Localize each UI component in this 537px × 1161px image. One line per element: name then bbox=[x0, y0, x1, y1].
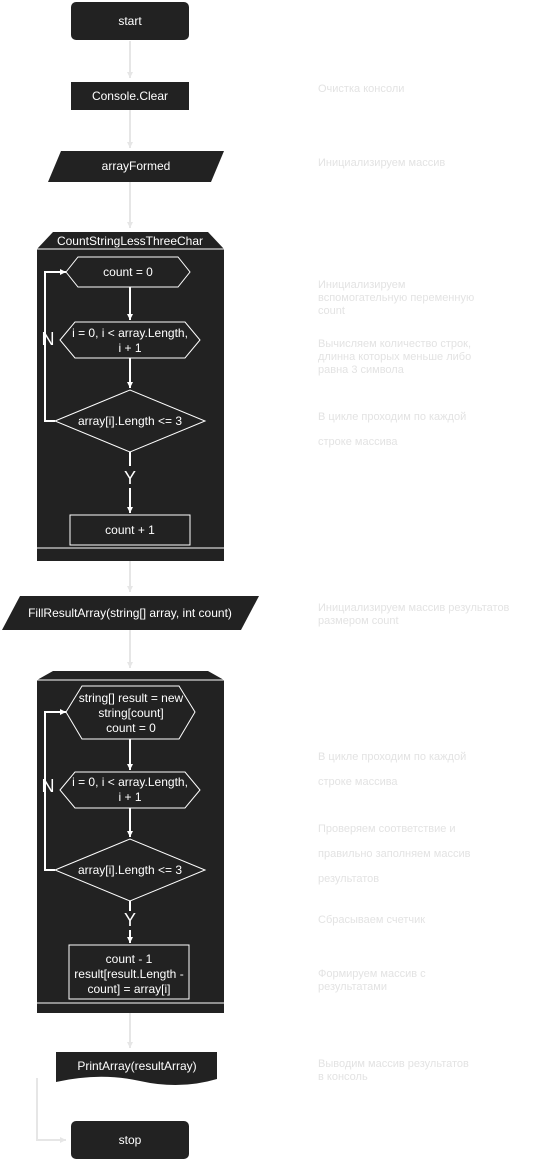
console-clear-label: Console.Clear bbox=[92, 89, 168, 103]
loop2-label-line1: i = 0, i < array.Length, bbox=[72, 775, 188, 789]
count-init-label: count = 0 bbox=[103, 265, 153, 279]
note-init-count: Инициализируем вспомогательную переменну… bbox=[318, 279, 475, 317]
array-formed-node: arrayFormed bbox=[48, 151, 224, 182]
print-array-node: PrintArray(resultArray) bbox=[56, 1052, 217, 1086]
count-string-function-block: CountStringLessThreeChar count = 0 i = 0… bbox=[37, 232, 224, 561]
count-string-function-title: CountStringLessThreeChar bbox=[57, 234, 203, 248]
start-node: start bbox=[71, 2, 189, 40]
note-print-result: Выводим массив результатов в консоль bbox=[318, 1058, 469, 1083]
connector-print-stop bbox=[36, 1078, 66, 1143]
outer-connectors bbox=[36, 41, 133, 1143]
print-array-label: PrintArray(resultArray) bbox=[77, 1059, 196, 1073]
assign-line2: result[result.Length - bbox=[74, 967, 183, 981]
fill-result-label: FillResultArray(string[] array, int coun… bbox=[28, 606, 232, 620]
array-formed-label: arrayFormed bbox=[102, 159, 171, 173]
result-init-line1: string[] result = new bbox=[79, 691, 184, 705]
note-init-result: Инициализируем массив результатов размер… bbox=[318, 602, 510, 627]
stop-node: stop bbox=[71, 1121, 189, 1159]
note-init-array: Инициализируем массив bbox=[318, 157, 446, 169]
note-compute-count: Вычисляем количество строк, длинна котор… bbox=[318, 338, 472, 376]
note-reset-counter: Сбрасываем счетчик bbox=[318, 914, 426, 926]
note-check-fill: Проверяем соответствие и правильно запол… bbox=[318, 823, 471, 885]
loop2-no-label: N bbox=[42, 776, 55, 796]
fill-result-function-block: string[] result = new string[count] coun… bbox=[37, 671, 224, 1013]
assign-line1: count - 1 bbox=[106, 952, 153, 966]
assign-line3: count] = array[i] bbox=[87, 982, 170, 996]
loop1-label-line1: i = 0, i < array.Length, bbox=[72, 326, 188, 340]
count-inc-label: count + 1 bbox=[105, 523, 155, 537]
console-clear-node: Console.Clear bbox=[71, 82, 189, 110]
cond2-label: array[i].Length <= 3 bbox=[78, 863, 182, 877]
loop1-no-label: N bbox=[42, 329, 55, 349]
note-loop-each-1: В цикле проходим по каждой строке массив… bbox=[318, 411, 467, 448]
fill-result-node: FillResultArray(string[] array, int coun… bbox=[2, 596, 259, 630]
loop1-label-line2: i + 1 bbox=[118, 341, 141, 355]
result-init-line2: string[count] bbox=[98, 706, 163, 720]
note-loop-each-2: В цикле проходим по каждой строке массив… bbox=[318, 751, 467, 788]
start-label: start bbox=[118, 14, 142, 28]
note-clear-console: Очистка консоли bbox=[318, 83, 405, 95]
stop-label: stop bbox=[119, 1133, 142, 1147]
loop2-label-line2: i + 1 bbox=[118, 790, 141, 804]
cond1-label: array[i].Length <= 3 bbox=[78, 414, 182, 428]
loop1-yes-label: Y bbox=[124, 468, 136, 488]
loop2-yes-label: Y bbox=[124, 910, 136, 930]
result-init-line3: count = 0 bbox=[106, 721, 156, 735]
note-form-result: Формируем массив с результатами bbox=[318, 968, 426, 993]
